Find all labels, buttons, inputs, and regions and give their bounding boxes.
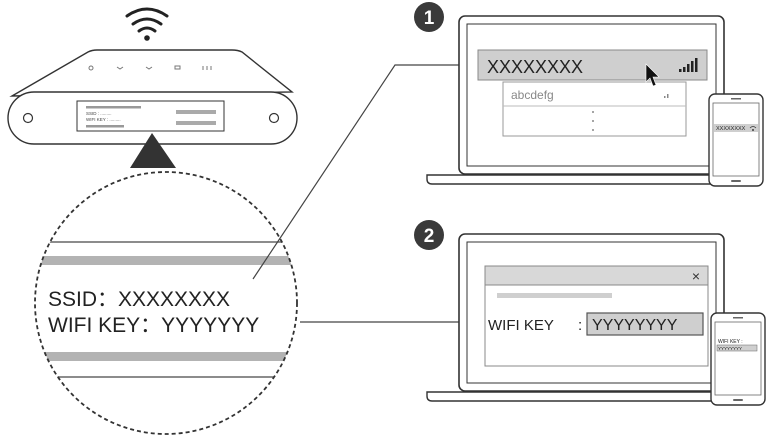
dialog-gray-bar: [497, 293, 612, 298]
step1-badge-number: 1: [424, 8, 435, 29]
router-label-bar: [176, 121, 216, 125]
router-top: [9, 49, 294, 97]
connector-line-ssid: [252, 64, 480, 280]
router-label-bar: [86, 125, 124, 128]
laptop-2: × WIFI KEY : YYYYYYYY: [426, 233, 757, 402]
network-other-name[interactable]: abcdefg: [511, 88, 554, 102]
magnifier-gray-bar: [35, 352, 297, 361]
laptop-2-base: [426, 391, 757, 402]
router-right-port: [268, 112, 280, 124]
more-dots: [592, 111, 594, 131]
wifi-icon: [749, 126, 757, 131]
router-label-ssid: SSID : .........: [86, 111, 112, 116]
phone-2-key-value: YYYYYYYY: [718, 346, 742, 351]
wifi-key-value: YYYYYYYY: [592, 317, 678, 334]
router-label-key: WIFI KEY : .........: [86, 117, 121, 122]
wifi-icon: [125, 7, 169, 41]
magnifier-outline: [34, 171, 298, 435]
phone-1-network-name: XXXXXXXX: [716, 126, 746, 132]
wifi-key-label: WIFI KEY: [488, 317, 554, 334]
step2: 2 × WIFI KEY : YYYYYYYY WIFI KEY : YYYYY…: [414, 220, 766, 406]
router-label-bar: [176, 110, 216, 114]
magnifier-key-text: WIFI KEY：YYYYYYY: [48, 314, 259, 337]
phone-1-network-row[interactable]: [714, 124, 758, 132]
laptop-1: abcdefg XXXXXXXX: [426, 15, 757, 185]
laptop-1-base: [426, 174, 757, 185]
signal-icon: [679, 58, 698, 72]
magnifier-ssid-text: SSID：XXXXXXXX: [48, 288, 230, 311]
wifi-key-colon: :: [578, 317, 582, 334]
router-label-bar: [86, 106, 141, 109]
magnifier: SSID：XXXXXXXX WIFI KEY：YYYYYYY: [34, 171, 298, 435]
phone-2-key-input[interactable]: [716, 344, 758, 352]
phone-2-key-label: WIFI KEY :: [718, 339, 743, 345]
phone-1: XXXXXXXX: [708, 93, 764, 187]
step1-badge: [414, 2, 444, 32]
pointer-arrow: [130, 133, 176, 168]
phone-2: WIFI KEY : YYYYYYYY: [710, 312, 766, 406]
cursor-icon: [645, 63, 660, 87]
dialog-close-button[interactable]: ×: [692, 268, 700, 284]
step1: 1 abcdefg XXXXXXXX: [414, 2, 764, 187]
signal-icon: [664, 94, 669, 98]
wifi-key-input[interactable]: [586, 312, 704, 336]
step2-badge: [414, 220, 444, 250]
router-indicators: [88, 65, 212, 71]
network-selected-row[interactable]: [477, 49, 708, 81]
dialog-title-bar: [484, 265, 709, 286]
network-list: [502, 81, 687, 137]
magnifier-gray-bar: [35, 256, 297, 265]
router-left-port: [22, 112, 34, 124]
step2-badge-number: 2: [424, 226, 435, 247]
network-selected-name: XXXXXXXX: [487, 57, 583, 77]
router: SSID : ......... WIFI KEY : .........: [7, 7, 298, 145]
